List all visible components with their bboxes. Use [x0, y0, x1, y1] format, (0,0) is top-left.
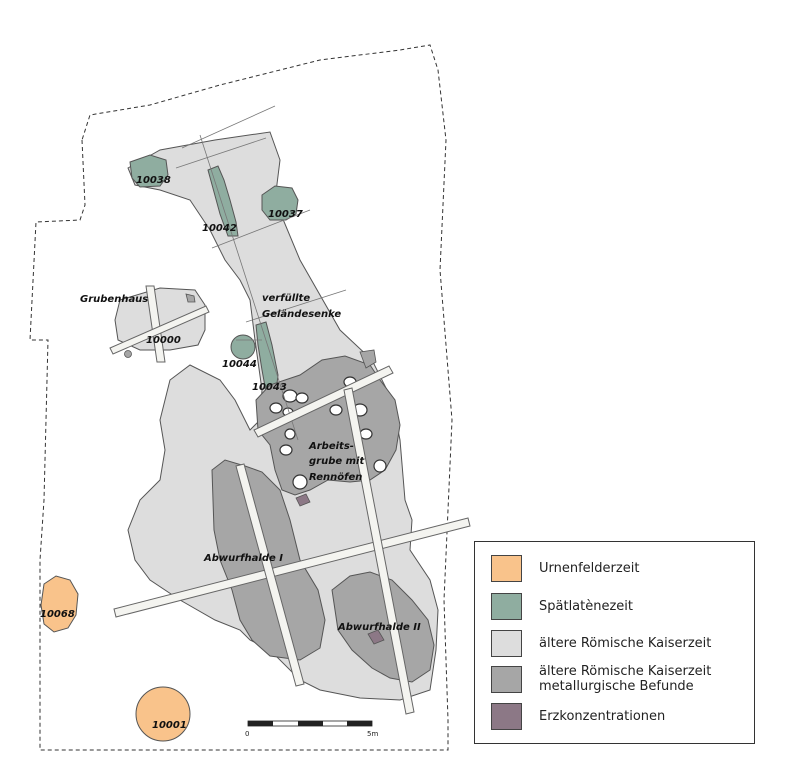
legend-label: Urnenfelderzeit [539, 561, 640, 576]
label-arbeitsgrube-1: Arbeits- [308, 441, 354, 452]
feature-grubenhaus [114, 287, 206, 351]
excavation-boundary [29, 44, 453, 751]
profile-lines [175, 105, 347, 441]
feature-erz-2 [367, 629, 385, 645]
legend-swatch [491, 703, 522, 730]
legend-item-urnenfelderzeit: Urnenfelderzeit [491, 555, 639, 582]
legend-label: Erzkonzentrationen [539, 709, 666, 724]
label-arbeitsgrube-3: Rennöfen [309, 472, 362, 483]
scale-bar: 0 5m [245, 720, 378, 738]
feature-10001 [135, 686, 191, 742]
legend-label: ältere Römische Kaiserzeit [539, 636, 712, 651]
label-abwurfhalde-1: Abwurfhalde I [203, 553, 283, 564]
legend-item-erz: Erzkonzentrationen [491, 703, 665, 730]
label-abwurfhalde-2: Abwurfhalde II [337, 622, 421, 633]
feature-abwurfhalde-2 [331, 571, 435, 683]
feature-10037 [261, 185, 299, 221]
label-10038: 10038 [136, 175, 171, 186]
label-10000: 10000 [146, 335, 181, 346]
legend-swatch [491, 630, 522, 657]
trenches [109, 285, 471, 715]
scale-end: 5m [367, 730, 378, 738]
feature-10068 [40, 575, 79, 633]
label-10044: 10044 [222, 359, 257, 370]
label-10037: 10037 [268, 209, 303, 220]
legend-item-spaetlatene: Spätlatènezeit [491, 593, 633, 620]
label-10043: 10043 [252, 382, 287, 393]
label-10042: 10042 [202, 223, 237, 234]
legend-swatch [491, 555, 522, 582]
legend-label: Spätlatènezeit [539, 599, 634, 614]
legend-item-rkz: ältere Römische Kaiserzeit [491, 630, 711, 657]
legend-swatch [491, 665, 522, 693]
legend: Urnenfelderzeit Spätlatènezeit ältere Rö… [474, 541, 755, 744]
label-10001: 10001 [152, 720, 187, 731]
label-grubenhaus: Grubenhaus [80, 294, 148, 305]
feature-erz-1 [295, 493, 311, 507]
label-senke-1: verfüllte [262, 293, 310, 304]
legend-item-metallurgisch: ältere Römische Kaiserzeit metallurgisch… [491, 664, 711, 694]
label-arbeitsgrube-2: grube mit [309, 456, 365, 467]
legend-swatch [491, 593, 522, 620]
feature-10044 [230, 334, 256, 360]
feature-10038 [129, 154, 169, 188]
legend-label: ältere Römische Kaiserzeit metallurgisch… [539, 664, 712, 694]
label-senke-2: Geländesenke [262, 309, 341, 320]
scale-start: 0 [245, 730, 249, 738]
label-10068: 10068 [40, 609, 75, 620]
